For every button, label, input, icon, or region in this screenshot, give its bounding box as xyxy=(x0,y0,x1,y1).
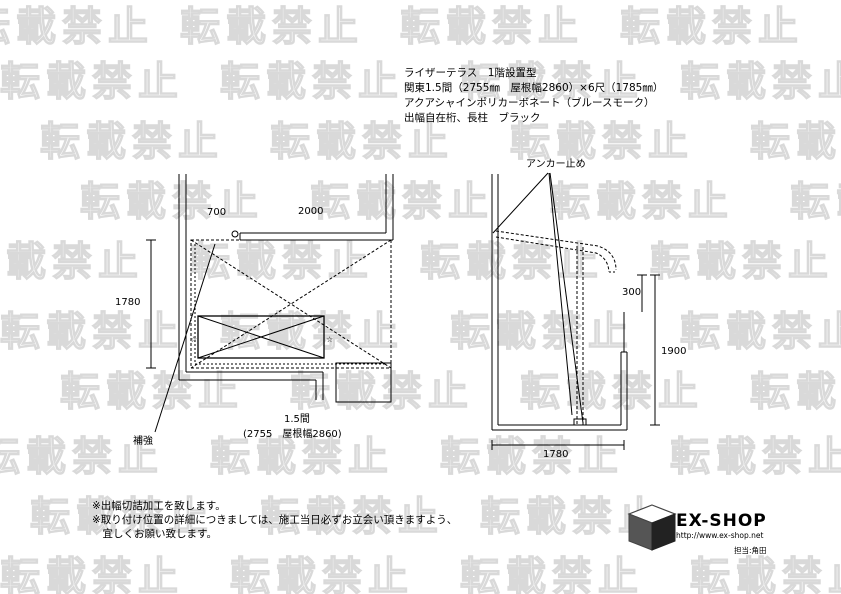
section-dim-1900: 1900 xyxy=(661,346,687,357)
watermark-text: 転載禁止 xyxy=(550,179,734,225)
plan-width-label-2: (2755 屋根幅2860) xyxy=(243,429,342,440)
plan-dim-700: 700 xyxy=(207,207,227,218)
watermark-text: 転載禁止 xyxy=(440,434,624,480)
watermark-text: 転載禁止 xyxy=(400,4,584,50)
spec-line-4: 出幅自在桁、長柱 ブラック xyxy=(404,112,541,124)
watermark-text: 転載禁止 xyxy=(460,59,644,105)
watermark-text: 転載禁止 xyxy=(520,369,704,415)
spec-line-1: ライザーテラス 1階設置型 xyxy=(404,67,537,79)
watermark-text: 転載禁止 xyxy=(480,494,664,540)
watermark-text: 転載禁止 xyxy=(0,59,184,105)
watermark-text: 転載禁止 xyxy=(30,494,214,540)
watermark-text: 転載禁止 xyxy=(680,309,841,355)
spec-line-3: アクアシャインポリカーボネート（ブルースモーク） xyxy=(404,97,655,109)
note-line-2: ※取り付け位置の詳細につきましては、施工当日必ずお立会い頂きますよう、 xyxy=(92,514,458,526)
section-view xyxy=(491,172,660,450)
post-mark-right: ☆ xyxy=(326,335,333,344)
note-line-3: 宜しくお願い致します。 xyxy=(92,528,217,540)
watermark-text: 転載禁止 xyxy=(510,119,694,165)
watermark-text: 転載禁止 xyxy=(650,239,834,285)
logo-mark xyxy=(627,504,677,551)
plan-view: ☆ ☆ xyxy=(146,174,394,433)
window-diagonal-2 xyxy=(197,315,325,359)
plan-reinforce-label: 補強 xyxy=(133,436,153,447)
section-dim-300: 300 xyxy=(622,287,642,298)
watermark-text: 転載禁止 xyxy=(750,369,841,415)
watermark-text: 転載禁止 xyxy=(680,59,841,105)
logo-cube-right xyxy=(651,513,676,551)
section-dim-1780: 1780 xyxy=(543,449,569,460)
watermark-text: 転載禁止 xyxy=(40,119,224,165)
watermark-text: 転載禁止 xyxy=(310,179,494,225)
watermark-text: 転載禁止 xyxy=(420,239,604,285)
anchor-leader-2 xyxy=(549,172,584,424)
watermark-text: 転載禁止 xyxy=(80,179,264,225)
post-mark-left: ☆ xyxy=(190,335,197,344)
watermark-text: 転載禁止 xyxy=(750,119,841,165)
outdoor-unit xyxy=(335,362,392,403)
plan-width-label-1: 1.5間 xyxy=(284,414,310,425)
logo-url: http://www.ex-shop.net xyxy=(676,531,764,540)
anchor-leader-1 xyxy=(492,172,549,234)
watermark-text: 転載禁止 xyxy=(190,239,374,285)
logo-name: EX-SHOP xyxy=(676,511,767,531)
spec-block: ライザーテラス 1階設置型 関東1.5間（2755㎜ 屋根幅2860）×6尺（1… xyxy=(404,66,663,126)
section-anchor-label: アンカー止め xyxy=(526,159,586,170)
watermark-text: 転載禁止 xyxy=(620,4,804,50)
section-roof-lower xyxy=(495,236,610,273)
roof-diagonal-1 xyxy=(190,239,392,369)
watermark-text: 転載禁止 xyxy=(220,59,404,105)
notes-block: ※出幅切詰加工を致します。 ※取り付け位置の詳細につきましては、施工当日必ずお立… xyxy=(92,499,457,541)
watermark-text: 転載禁止 xyxy=(60,369,244,415)
logo-staff: 担当:角田 xyxy=(734,546,767,555)
roof-diagonal-2 xyxy=(190,239,392,369)
plan-dim-1780: 1780 xyxy=(115,297,141,308)
plan-dim-2000: 2000 xyxy=(298,206,324,217)
watermark-text: 転載禁止 xyxy=(0,554,184,594)
watermark-text: 転載禁止 xyxy=(290,369,474,415)
watermark-text: 転載禁止 xyxy=(690,554,841,594)
section-roof-upper xyxy=(495,230,617,271)
watermark-text: 転載禁止 xyxy=(230,554,414,594)
watermark-text: 転載禁止 xyxy=(450,309,634,355)
watermark-text: 転載禁止 xyxy=(460,554,644,594)
watermark-text: 転載禁止 xyxy=(0,239,144,285)
watermark-text: 転載禁止 xyxy=(790,179,841,225)
watermark-text: 転載禁止 xyxy=(270,119,454,165)
spec-line-2: 関東1.5間（2755㎜ 屋根幅2860）×6尺（1785㎜） xyxy=(404,82,664,94)
anchor-leader-3 xyxy=(548,172,573,416)
watermark-text: 転載禁止 xyxy=(210,434,394,480)
roof-outline xyxy=(190,239,392,369)
drain-circle xyxy=(231,230,239,238)
section-post-base xyxy=(573,418,587,426)
watermark-text: 転載禁止 xyxy=(180,4,364,50)
watermark-text: 転載禁止 xyxy=(0,309,184,355)
watermark-text: 転載禁止 xyxy=(0,4,154,50)
reinforce-leader xyxy=(154,243,216,433)
note-line-1: ※出幅切詰加工を致します。 xyxy=(92,500,226,512)
watermark-text: 転載禁止 xyxy=(670,434,841,480)
window-box xyxy=(197,315,325,359)
watermark-text: 転載禁止 xyxy=(0,434,164,480)
watermark-text: 転載禁止 xyxy=(260,494,444,540)
